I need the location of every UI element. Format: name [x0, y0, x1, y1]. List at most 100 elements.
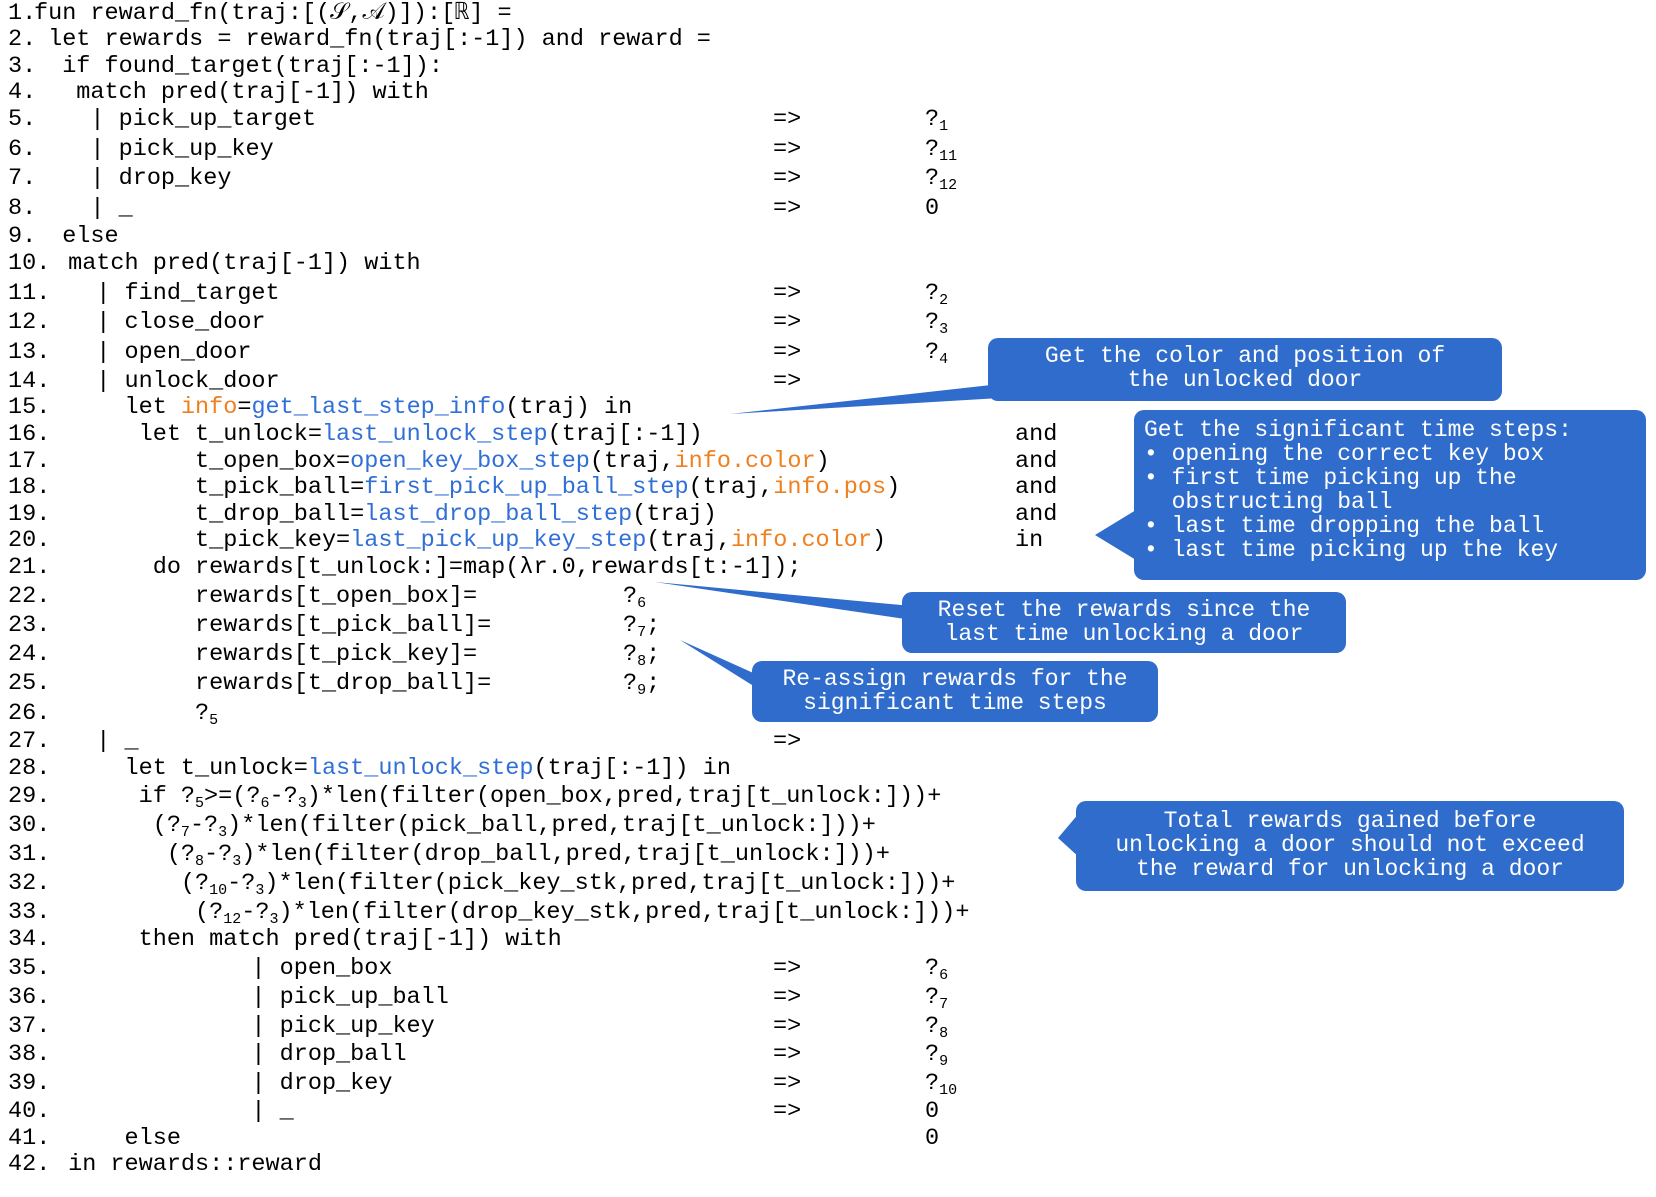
line-number: 34. [8, 926, 51, 953]
code-line: 23. rewards[t_pick_ball]=?7; [8, 612, 660, 640]
statement-end: ; [646, 641, 661, 668]
code-line: 11. | find_target=>?2 [8, 280, 948, 308]
match-result: ?7 [925, 984, 948, 1012]
line-number: 5. [8, 106, 37, 133]
subscript: 12 [223, 911, 242, 928]
code-text: | unlock_door [54, 368, 280, 395]
callout-reassign-line-2: significant time steps [803, 690, 1107, 716]
code-body: t_drop_ball=last_drop_ball_step(traj) [54, 501, 717, 528]
pointer-time-steps [1095, 510, 1136, 560]
code-body: t_pick_ball=first_pick_up_ball_step(traj… [54, 474, 900, 501]
hole-index: 12 [939, 177, 958, 194]
line-number: 6. [8, 136, 37, 163]
code-text: = [237, 394, 252, 421]
match-arrow: => [773, 165, 802, 192]
code-body: | pick_up_target [34, 106, 316, 133]
code-text: | drop_ball [54, 1041, 407, 1068]
match-result: 0 [925, 1125, 939, 1152]
match-result: ?4 [925, 339, 949, 368]
code-text: else [54, 1125, 181, 1152]
code-line: 18. t_pick_ball=first_pick_up_ball_step(… [8, 474, 1057, 501]
callout-time-steps-line-6: • last time picking up the key [1144, 537, 1559, 563]
code-line: 15. let info=get_last_step_info(traj) in [8, 394, 632, 421]
hole-index: 6 [637, 595, 647, 612]
match-arrow: => [773, 955, 802, 982]
code-text: | _ [54, 728, 139, 755]
hole-mark: 0 [925, 195, 940, 222]
code-line: 7. | drop_key=>?12 [8, 165, 957, 193]
code-text: | _ [54, 1098, 294, 1125]
code-line: 14. | unlock_door=> [8, 368, 801, 395]
info-field: info.color [674, 448, 816, 475]
callout-door-info-line-1: Get the color and position of [1044, 343, 1446, 369]
code-text: (traj[:-1]) [547, 421, 703, 448]
line-number: 1. [8, 0, 37, 27]
line-number: 39. [8, 1070, 51, 1097]
match-result: ?1 [925, 106, 948, 134]
callout-time-steps-line-1: Get the significant time steps: [1144, 417, 1572, 443]
line-number: 2. [8, 26, 37, 53]
code-text: -? [227, 870, 256, 897]
subscript: 3 [218, 824, 228, 841]
pointer-reassign [680, 640, 760, 690]
line-number: 41. [8, 1125, 51, 1152]
line-number: 30. [8, 812, 51, 839]
line-number: 35. [8, 955, 51, 982]
code-text: (? [54, 870, 210, 897]
hole-index: 4 [939, 351, 949, 368]
code-line: 42. in rewards::reward [8, 1151, 322, 1178]
line-number: 14. [8, 368, 51, 395]
code-text: (traj) in [505, 394, 633, 421]
assigned-hole: ?6 [623, 583, 647, 612]
line-number: 28. [8, 755, 51, 782]
match-arrow: => [773, 728, 802, 755]
code-text: in rewards::reward [54, 1151, 322, 1178]
function-name: last_unlock_step [321, 421, 548, 448]
code-body: | open_door [54, 339, 251, 366]
hole-mark: 0 [925, 1098, 940, 1125]
callout-total-line-1: Total rewards gained before [1163, 808, 1537, 834]
code-body: if ?5>=(?6-?3)*len(filter(open_box,pred,… [54, 783, 942, 812]
line-number: 24. [8, 641, 51, 668]
hole-index: 9 [637, 682, 647, 699]
line-number: 3. [8, 53, 37, 80]
code-line: 35. | open_box=>?6 [8, 955, 948, 983]
binding-keyword: and [1015, 421, 1058, 448]
code-body: | pick_up_key [34, 136, 273, 163]
match-result: ?3 [925, 309, 948, 337]
code-text: do rewards[t_unlock:]=map(λr.0,rewards[t… [54, 554, 802, 581]
code-body: | close_door [54, 309, 265, 336]
hole-mark: ? [925, 165, 940, 192]
code-line: 17. t_open_box=open_key_box_step(traj,in… [8, 448, 1057, 475]
hole-index: 6 [939, 967, 949, 984]
callout-time-steps-line-2: • opening the correct key box [1144, 441, 1545, 467]
line-number: 20. [8, 527, 51, 554]
code-line: 16. let t_unlock=last_unlock_step(traj[:… [8, 421, 1057, 448]
code-line: 27. | _=> [8, 728, 801, 755]
info-field: info.pos [773, 474, 887, 501]
code-text: | drop_key [54, 1070, 393, 1097]
code-body: do rewards[t_unlock:]=map(λr.0,rewards[t… [54, 554, 802, 581]
code-text: (traj, [646, 527, 731, 554]
code-text: if found_target(traj[:-1]): [34, 53, 443, 80]
code-text: let [54, 394, 181, 421]
hole-mark: ? [623, 641, 638, 668]
code-line: 32. (?10-?3)*len(filter(pick_key_stk,pre… [8, 870, 955, 898]
code-body: (?7-?3)*len(filter(pick_ball,pred,traj[t… [54, 812, 876, 841]
code-body: then match pred(traj[-1]) with [54, 926, 562, 953]
line-number: 29. [8, 783, 51, 810]
code-body: | unlock_door [54, 368, 280, 395]
code-line: 4. match pred(traj[-1]) with [8, 79, 429, 106]
code-line: 38. | drop_ball=>?9 [8, 1041, 948, 1069]
match-result: ?2 [925, 280, 948, 308]
code-text: (? [54, 841, 196, 868]
line-number: 36. [8, 984, 51, 1011]
subscript: 3 [269, 911, 279, 928]
callout-reset-line-1: Reset the rewards since the [937, 597, 1311, 623]
subscript: 6 [260, 795, 270, 812]
code-text: )*len(filter(drop_ball,pred,traj[t_unloc… [241, 841, 890, 868]
line-number: 16. [8, 421, 51, 448]
line-number: 9. [8, 223, 37, 250]
pointer-door-info [730, 384, 1000, 414]
